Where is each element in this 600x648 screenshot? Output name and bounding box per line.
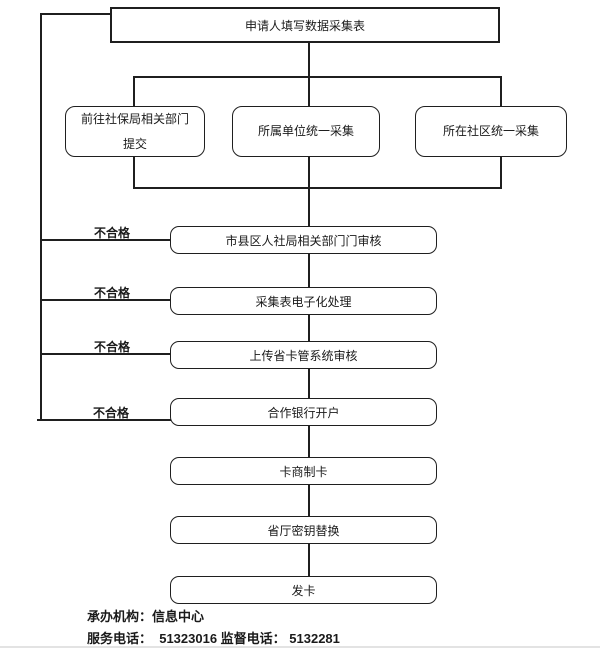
step-box-review: 市县区人社局相关部门门审核 — [170, 226, 437, 254]
step-box-key-replace: 省厅密钥替换 — [170, 516, 437, 544]
step-box-card-making: 卡商制卡 — [170, 457, 437, 485]
reject-label-4: 不合格 — [93, 406, 130, 420]
reject-line-3 — [40, 353, 171, 355]
step-box-upload-audit: 上传省卡管系统审核 — [170, 341, 437, 369]
connector-riser-branch-1 — [133, 156, 135, 189]
step-box-issue-card: 发卡 — [170, 576, 437, 604]
connector-center-drop-mid — [308, 156, 310, 226]
reject-line-2 — [40, 299, 171, 301]
step-box-bank-account: 合作银行开户 — [170, 398, 437, 426]
reject-label-1: 不合格 — [94, 226, 131, 240]
connector-collector — [133, 187, 502, 189]
connector-step-3-4 — [308, 369, 310, 398]
start-box: 申请人填写数据采集表 — [110, 7, 500, 43]
connector-step-2-3 — [308, 315, 310, 341]
connector-distribution — [133, 76, 502, 78]
connector-riser-branch-3 — [500, 156, 502, 189]
reject-line-4 — [37, 419, 171, 421]
branch-box-employer: 所属单位统一采集 — [232, 106, 380, 157]
connector-step-1-2 — [308, 254, 310, 287]
reject-line-1 — [40, 239, 171, 241]
page-bottom-edge — [0, 646, 600, 648]
connector-center-drop-top — [308, 43, 310, 107]
connector-drop-branch-3 — [500, 76, 502, 107]
branch-box-bureau: 前往社保局相关部门提交 — [65, 106, 205, 157]
reject-label-2: 不合格 — [94, 286, 131, 300]
step-box-digitize: 采集表电子化处理 — [170, 287, 437, 315]
connector-step-6-7 — [308, 544, 310, 576]
connector-drop-branch-1 — [133, 76, 135, 107]
connector-step-4-5 — [308, 426, 310, 457]
branch-box-community: 所在社区统一采集 — [415, 106, 567, 157]
footer-agency-note: 承办机构：信息中心 — [87, 609, 205, 624]
connector-step-5-6 — [308, 485, 310, 516]
footer-phone-note: 服务电话： 51323016 监督电话： 5132281 — [87, 631, 340, 646]
connector-left-rail — [40, 13, 42, 421]
reject-label-3: 不合格 — [94, 340, 131, 354]
connector-top-link — [40, 13, 112, 15]
